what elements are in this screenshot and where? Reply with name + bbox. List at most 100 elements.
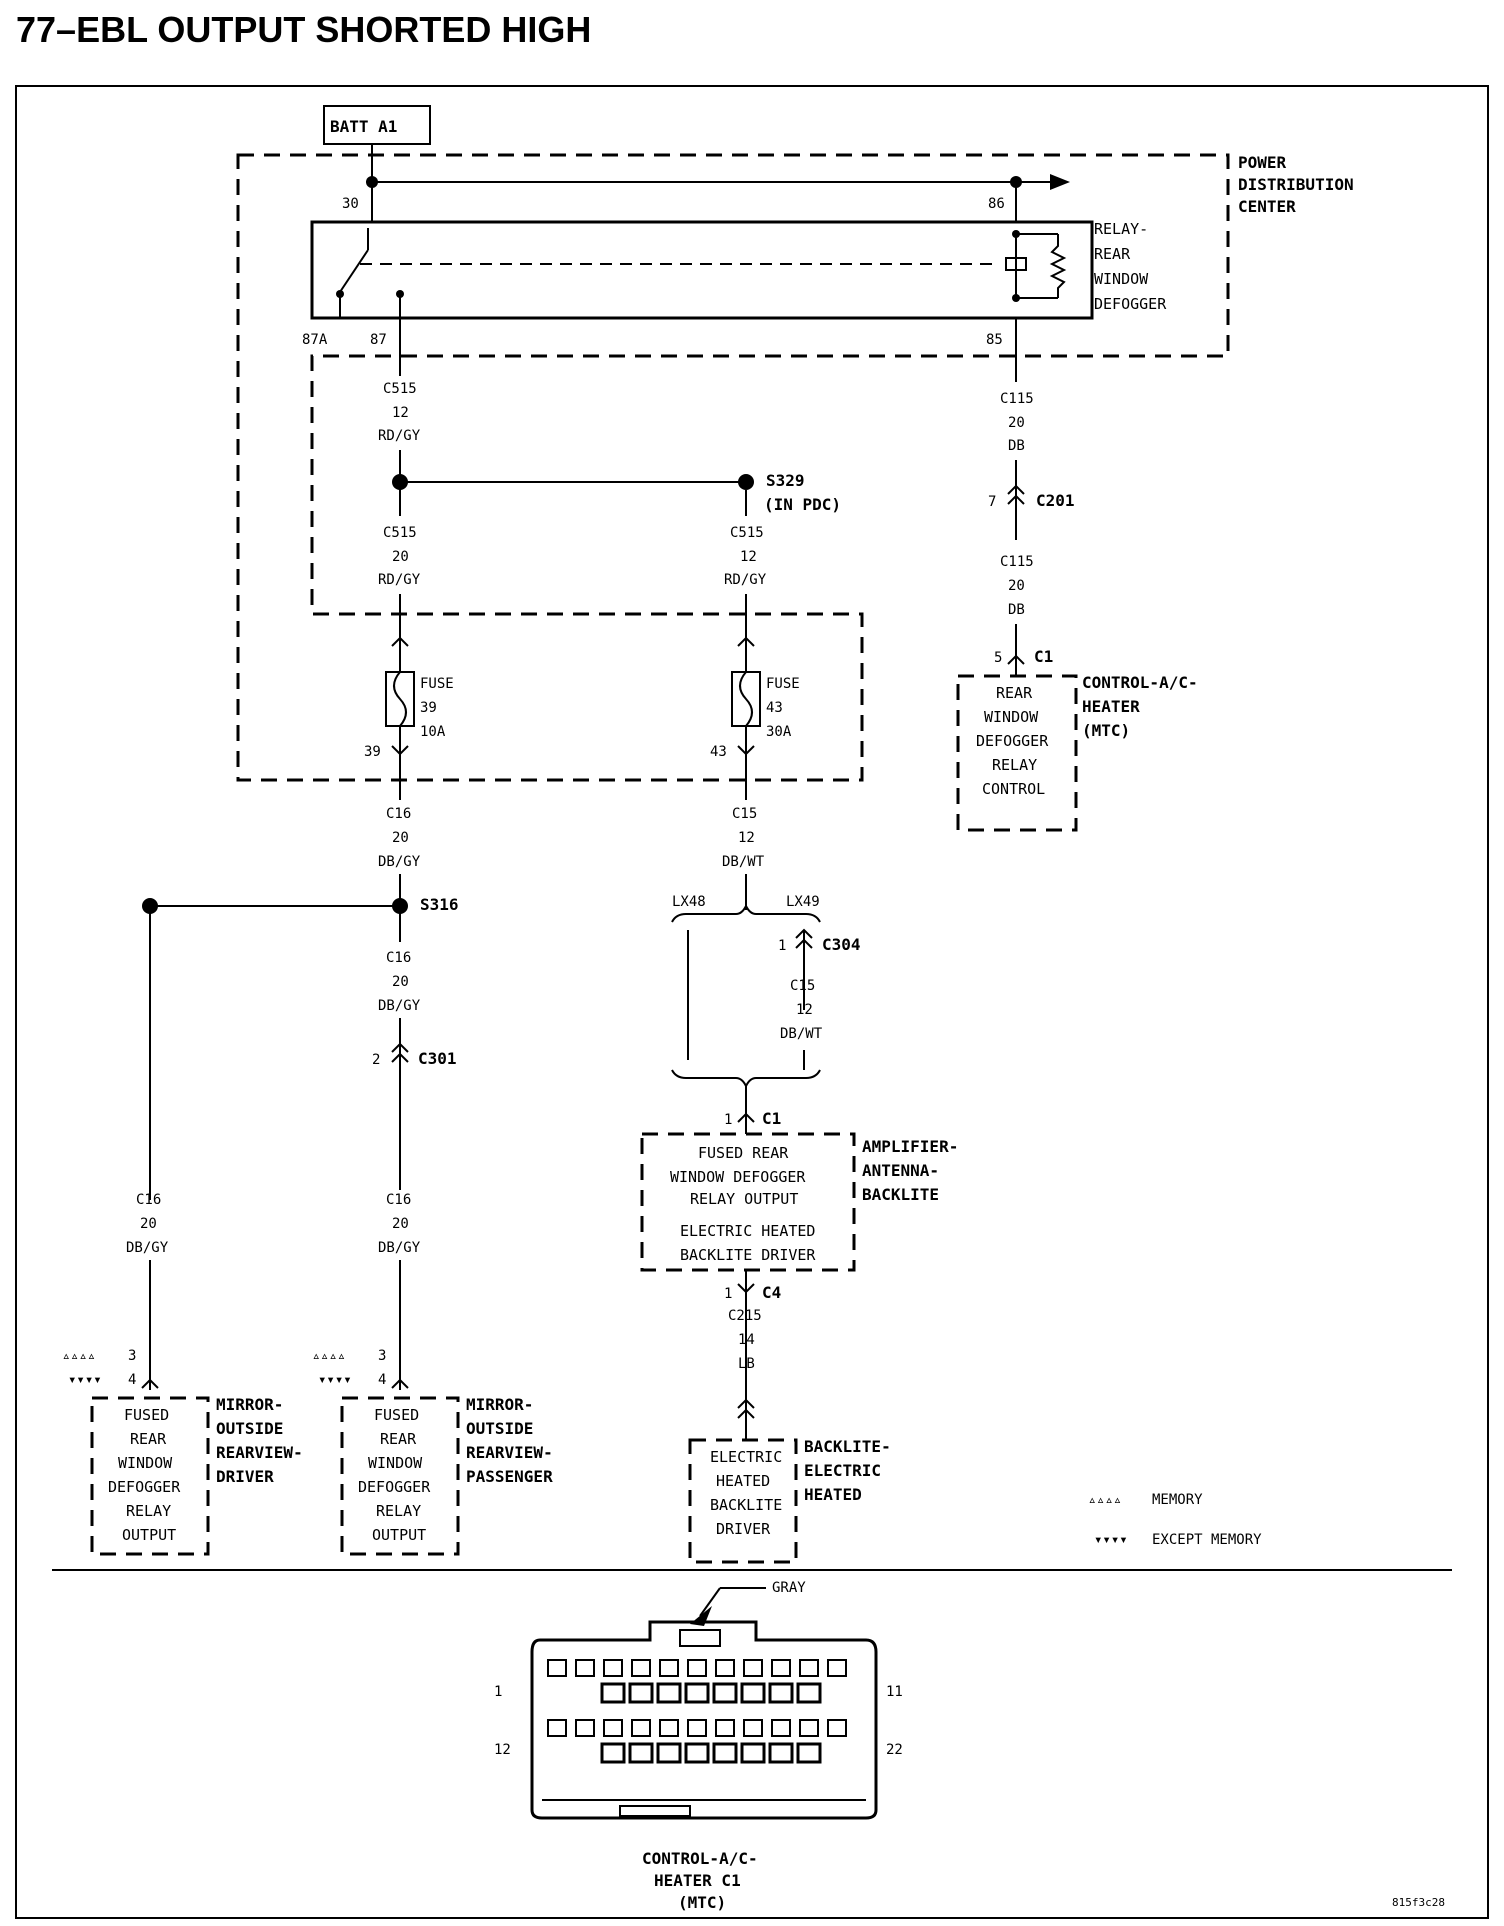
mirror-driver-box-3: WINDOW (118, 1454, 173, 1472)
connector-pin-latch (631, 1659, 651, 1677)
connector-pin-latch (659, 1719, 679, 1737)
connector-pin-latch (547, 1719, 567, 1737)
mirror-passenger-box (340, 1396, 460, 1556)
mirror-passenger-box-5: RELAY (376, 1502, 421, 1520)
fuse43-connector-top (737, 636, 755, 647)
mirror-driver-box-6: OUTPUT (122, 1526, 176, 1544)
pdc-label-1: POWER (1238, 153, 1287, 172)
connector-pin-cavity (768, 1742, 794, 1764)
wire-c115-b-3: DB (1008, 602, 1025, 618)
mirror-driver-label-4: DRIVER (216, 1467, 274, 1486)
relay-label-3: WINDOW (1094, 270, 1149, 288)
connector-label-2: HEATER C1 (654, 1871, 741, 1890)
mirror-passenger-label-3: REARVIEW- (466, 1443, 553, 1462)
wire-c515-a-1: C515 (383, 381, 417, 397)
mtc-label-2: HEATER (1082, 697, 1140, 716)
connector-pin-latch (659, 1659, 679, 1677)
connector-pin-latch (687, 1719, 707, 1737)
backlite-box (688, 1438, 798, 1564)
c301-connector-icon-2 (391, 1052, 409, 1063)
wire-c515-c-2: 12 (740, 549, 757, 565)
lx48-label: LX48 (672, 894, 706, 910)
connector-pin-latch (687, 1659, 707, 1677)
connector-pin-22: 22 (886, 1742, 903, 1758)
connector-pin-latch (799, 1659, 819, 1677)
resistor-icon (1049, 234, 1067, 298)
connector-pin-latch (743, 1659, 763, 1677)
mirror-driver-box-1: FUSED (124, 1406, 169, 1424)
amp-box-1: FUSED REAR (698, 1144, 789, 1162)
connector-pin-cavity (684, 1682, 710, 1704)
wire-c115-a-3: DB (1008, 438, 1025, 454)
mirror-passenger-pin4: 4 (378, 1372, 386, 1388)
mirror-passenger-memory-symbol: ▵▵▵▵ (312, 1348, 346, 1364)
bus-arrow (1050, 174, 1070, 190)
mtc-box-2: WINDOW (984, 708, 1039, 726)
connector-pin-cavity (796, 1682, 822, 1704)
mtc-c1-connector-icon (1007, 654, 1025, 665)
amp-box (640, 1132, 856, 1272)
connector-pin-latch (827, 1659, 847, 1677)
c304-connector-icon (795, 928, 813, 939)
relay-label-1: RELAY- (1094, 220, 1148, 238)
mirror-passenger-label-1: MIRROR- (466, 1395, 533, 1414)
fuse43-connector-bottom (737, 745, 755, 756)
wire-c215-2: 14 (738, 1332, 755, 1348)
mirror-passenger-box-2: REAR (380, 1430, 417, 1448)
wire-c515-c-1: C515 (730, 525, 764, 541)
wire-c15-a-2: 12 (738, 830, 755, 846)
fuse43-label-2: 43 (766, 700, 783, 716)
mirror-driver-pin4: 4 (128, 1372, 136, 1388)
wire-c15-b-1: C15 (790, 978, 815, 994)
connector-pin-latch (743, 1719, 763, 1737)
backlite-label-3: HEATED (804, 1485, 862, 1504)
relay-label-2: REAR (1094, 245, 1131, 263)
c201-pin: 7 (988, 494, 996, 510)
connector-pin-cavity (628, 1742, 654, 1764)
wire-c215-3: LB (738, 1356, 755, 1372)
backlite-box-3: BACKLITE (710, 1496, 782, 1514)
connector-pin-latch (771, 1659, 791, 1677)
wire-c515-a-3: RD/GY (378, 428, 421, 444)
amp-box-4: ELECTRIC HEATED (680, 1222, 815, 1240)
c201-label: C201 (1036, 491, 1075, 510)
harness-brace-bottom (671, 1069, 821, 1089)
amp-c4-connector (737, 1283, 755, 1294)
mirror-passenger-box-1: FUSED (374, 1406, 419, 1424)
backlite-box-1: ELECTRIC (710, 1448, 782, 1466)
fuse43-pin: 43 (710, 744, 727, 760)
wire-c16-b-2: 20 (392, 974, 409, 990)
connector-pin-1: 1 (494, 1684, 502, 1700)
splice-s329 (738, 474, 754, 490)
connector-pin-latch (575, 1659, 595, 1677)
wire-c115-b-1: C115 (1000, 554, 1034, 570)
connector-pin-cavity (740, 1682, 766, 1704)
wire-c215-1: C215 (728, 1308, 762, 1324)
connector-pin-cavity (656, 1682, 682, 1704)
fuse39-label-3: 10A (420, 724, 446, 740)
connector-pin-cavity (796, 1742, 822, 1764)
mirror-driver-box-2: REAR (130, 1430, 167, 1448)
mirror-passenger-except-symbol: ▾▾▾▾ (318, 1372, 352, 1388)
wire-c16-a-3: DB/GY (378, 854, 421, 870)
amp-c1-pin: 1 (724, 1112, 732, 1128)
backlite-label-2: ELECTRIC (804, 1461, 881, 1480)
mtc-box-1: REAR (996, 684, 1033, 702)
mirror-driver-pin3: 3 (128, 1348, 136, 1364)
connector-c1-face: GRAY 1 11 12 22 (494, 1580, 903, 1820)
connector-pin-latch (771, 1719, 791, 1737)
fuse39-connector-top (391, 636, 409, 647)
connector-pin-latch (547, 1659, 567, 1677)
legend-except-symbol: ▾▾▾▾ (1094, 1532, 1128, 1548)
connector-leader-2 (699, 1587, 721, 1617)
coil-icon (1005, 257, 1027, 271)
mirror-passenger-box-4: DEFOGGER (358, 1478, 431, 1496)
diagram-frame (15, 85, 1489, 1919)
s329-label: S329 (766, 471, 805, 490)
amp-c1-label: C1 (762, 1109, 781, 1128)
connector-key-icon (679, 1629, 721, 1647)
wire-c515-a-2: 12 (392, 405, 409, 421)
wire-c16-b-1: C16 (386, 950, 411, 966)
connector-pin-cavity (712, 1742, 738, 1764)
connector-label-1: CONTROL-A/C- (642, 1849, 758, 1868)
